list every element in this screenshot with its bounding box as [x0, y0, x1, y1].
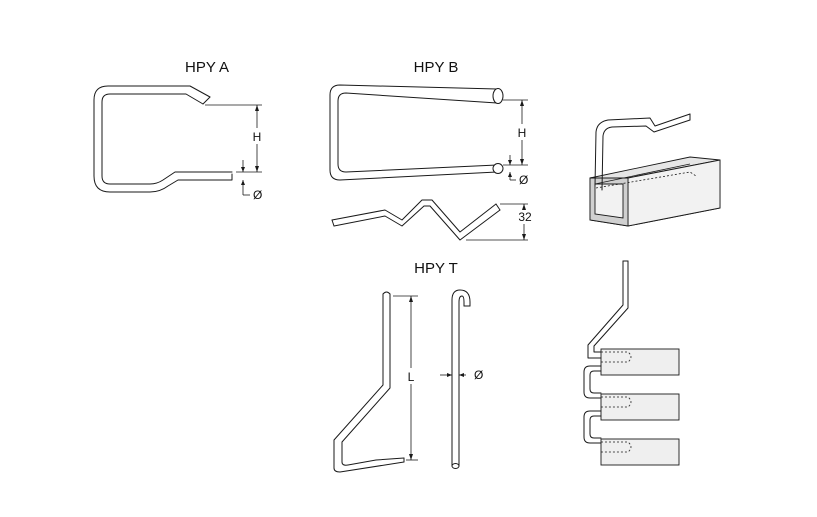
hpy-a-dia-label: Ø — [253, 188, 262, 202]
hpy-b-arrow-32-top — [522, 204, 526, 210]
hpy-b-h-label-bg — [515, 124, 529, 140]
hpy-t-l-label: L — [408, 370, 415, 384]
hpy-t-l-label-bg — [404, 368, 418, 384]
iso-wire-outer — [594, 113, 691, 187]
hpy-a-wire-inner — [101, 93, 233, 185]
hpy-b-32-label: 32 — [518, 210, 532, 224]
hpy-t-wire-outer — [333, 293, 405, 473]
installed-wire-inner — [593, 260, 629, 353]
hpy-a-arrow-top — [255, 105, 259, 111]
hpy-b-dia-arrow-bottom — [508, 172, 512, 177]
hpy-t-title: HPY T — [414, 260, 458, 277]
hpy-b-group: HPY B H Ø 32 — [329, 59, 536, 241]
hpy-a-wire-outer — [93, 85, 233, 193]
installed-block-3 — [600, 438, 680, 466]
iso-box-inner-edge — [594, 163, 691, 185]
iso-box-hollow — [594, 183, 624, 219]
iso-wire-inner — [601, 119, 691, 191]
hpy-a-title: HPY A — [185, 59, 229, 76]
hpy-b-arrow-bottom — [520, 159, 524, 165]
hpy-b-side-wire-end-right — [495, 203, 501, 211]
hpy-t-side-rod-left — [451, 289, 471, 467]
installed-loop-2-inner — [589, 415, 602, 439]
hpy-t-side-rod-right — [458, 295, 465, 467]
hpy-t-wire-inner — [341, 293, 405, 466]
hpy-t-side-rod-end — [451, 463, 460, 469]
hpy-b-32-label-bg — [514, 210, 536, 224]
installed-hidden-wire-3 — [601, 441, 632, 453]
hpy-b-wire-outer — [329, 84, 498, 181]
hpy-t-installed-group — [583, 260, 680, 466]
hpy-b-wire-inner — [337, 92, 498, 173]
hpy-b-title: HPY B — [414, 59, 459, 76]
hpy-t-dia-arrow-right — [459, 373, 464, 377]
hpy-b-dia-label: Ø — [519, 173, 528, 187]
hpy-t-dia-arrow-left — [447, 373, 452, 377]
installed-block-2 — [600, 393, 680, 421]
hpy-t-arrow-top — [409, 296, 413, 302]
hpy-a-dia-arrow-top — [241, 167, 245, 172]
hpy-a-wire-end-top — [202, 96, 211, 105]
installed-block-1 — [600, 348, 680, 376]
hpy-b-wire-end-top — [492, 88, 504, 104]
hpy-t-dia-label: Ø — [474, 368, 483, 382]
installed-wire-outer — [587, 260, 624, 359]
installed-hidden-wire-2 — [601, 396, 632, 408]
installed-loop-1-inner — [589, 370, 602, 394]
hpy-t-wire-top-cap — [382, 291, 391, 295]
hpy-a-h-label-bg — [250, 128, 264, 144]
hpy-b-arrow-32-bottom — [522, 234, 526, 240]
hpy-b-isometric-group — [589, 113, 721, 227]
hpy-b-side-wire-outer — [331, 199, 497, 233]
iso-hidden-wire — [595, 171, 697, 189]
installed-hidden-wire-1 — [601, 351, 632, 363]
hpy-a-group: HPY A H Ø — [93, 59, 264, 202]
hpy-b-dia-arrow-top — [508, 160, 512, 165]
installed-loop-1-outer — [583, 365, 602, 399]
hpy-b-side-wire-end-left — [331, 219, 335, 227]
hpy-a-arrow-bottom — [255, 166, 259, 172]
hpy-b-side-wire-inner — [333, 205, 501, 241]
hpy-a-dia-arrow-bottom — [241, 180, 245, 185]
installed-loop-2-outer — [583, 410, 602, 444]
hpy-a-h-label: H — [253, 130, 262, 144]
hpy-t-arrow-bottom — [409, 454, 413, 460]
hpy-b-h-label: H — [518, 126, 527, 140]
hpy-b-wire-end-bottom — [492, 163, 504, 174]
hpy-b-arrow-top — [520, 100, 524, 106]
hpy-t-group: HPY T L Ø — [333, 260, 483, 473]
